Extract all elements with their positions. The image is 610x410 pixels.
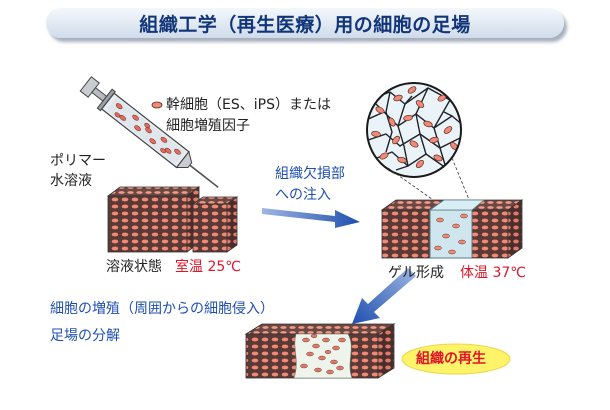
- regeneration-badge: [401, 343, 511, 375]
- polymer-label-line2: 水溶液: [50, 173, 92, 189]
- cells-label-line2: 細胞増殖因子: [166, 118, 250, 134]
- gel-formation-label: ゲル形成: [388, 265, 444, 281]
- cells-label-line1: 幹細胞（ES、iPS）または: [166, 97, 331, 113]
- proliferation-label-line1: 細胞の増殖（周囲からの細胞侵入）: [50, 301, 274, 317]
- room-temp-label: 室温 25℃: [175, 259, 241, 275]
- polymer-label-line1: ポリマー: [50, 153, 106, 169]
- inject-label-line2: への注入: [275, 187, 331, 203]
- solution-state-blocks: [106, 186, 239, 253]
- gel-formation-block: [380, 199, 524, 259]
- syringe-icon: [79, 76, 219, 188]
- solution-state-label: 溶液状態: [106, 259, 162, 275]
- regenerated-tissue-block: [244, 323, 396, 379]
- inject-label-line1: 組織欠損部: [275, 166, 345, 182]
- regeneration-label: 組織の再生: [416, 351, 486, 367]
- magnified-gel-view: [366, 82, 471, 203]
- page-title: 組織工学（再生医療）用の細胞の足場: [139, 13, 471, 36]
- proliferation-label-line2: 足場の分解: [50, 328, 120, 344]
- injection-arrow: [262, 208, 360, 228]
- title-banner: 組織工学（再生医療）用の細胞の足場: [46, 8, 564, 38]
- cell-legend-icon: [151, 101, 163, 109]
- proliferation-arrow: [352, 268, 416, 324]
- body-temp-label: 体温 37℃: [460, 265, 526, 281]
